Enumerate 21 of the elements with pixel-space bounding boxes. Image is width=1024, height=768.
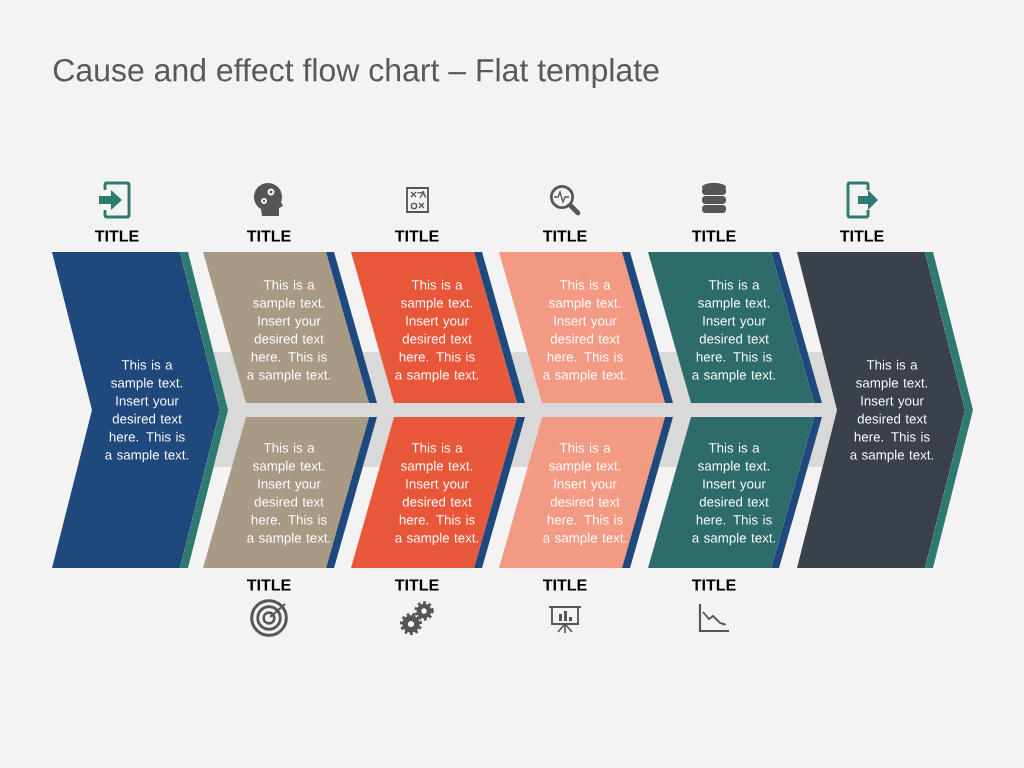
title: TITLE (94, 230, 139, 242)
title: TITLE (543, 230, 587, 242)
chevron-box: This is a sample text. Insert your desired text here. This is a sample text. (52, 252, 228, 568)
heading: Cause and effect flow chart – Flat template (53, 58, 659, 88)
title: TITLE (543, 579, 587, 591)
parallelogram-box: This is a sample text. Insert your desired text here. This is a sample text. (499, 417, 673, 568)
parallelogram-box: This is a sample text. Insert your desired text here. This is a sample text. (351, 417, 525, 568)
title: TITLE (246, 579, 291, 591)
title: TITLE (246, 230, 291, 242)
title: TITLE (692, 230, 736, 242)
parallelogram-box: This is a sample text. Insert your desired text here. This is a sample text. (203, 252, 377, 403)
parallelogram-box: This is a sample text. Insert your desired text here. This is a sample text. (648, 252, 822, 403)
parallelogram-box: This is a sample text. Insert your desired text here. This is a sample text. (203, 417, 377, 568)
title: TITLE (395, 230, 439, 242)
parallelogram-box: This is a sample text. Insert your desired text here. This is a sample text. (499, 252, 673, 403)
parallelogram-box: This is a sample text. Insert your desired text here. This is a sample text. (351, 252, 525, 403)
chevron-box: This is a sample text. Insert your desired text here. This is a sample text. (797, 252, 973, 568)
title: TITLE (692, 579, 736, 591)
title: TITLE (395, 579, 439, 591)
title: TITLE (840, 230, 884, 242)
parallelogram-box: This is a sample text. Insert your desired text here. This is a sample text. (648, 417, 822, 568)
